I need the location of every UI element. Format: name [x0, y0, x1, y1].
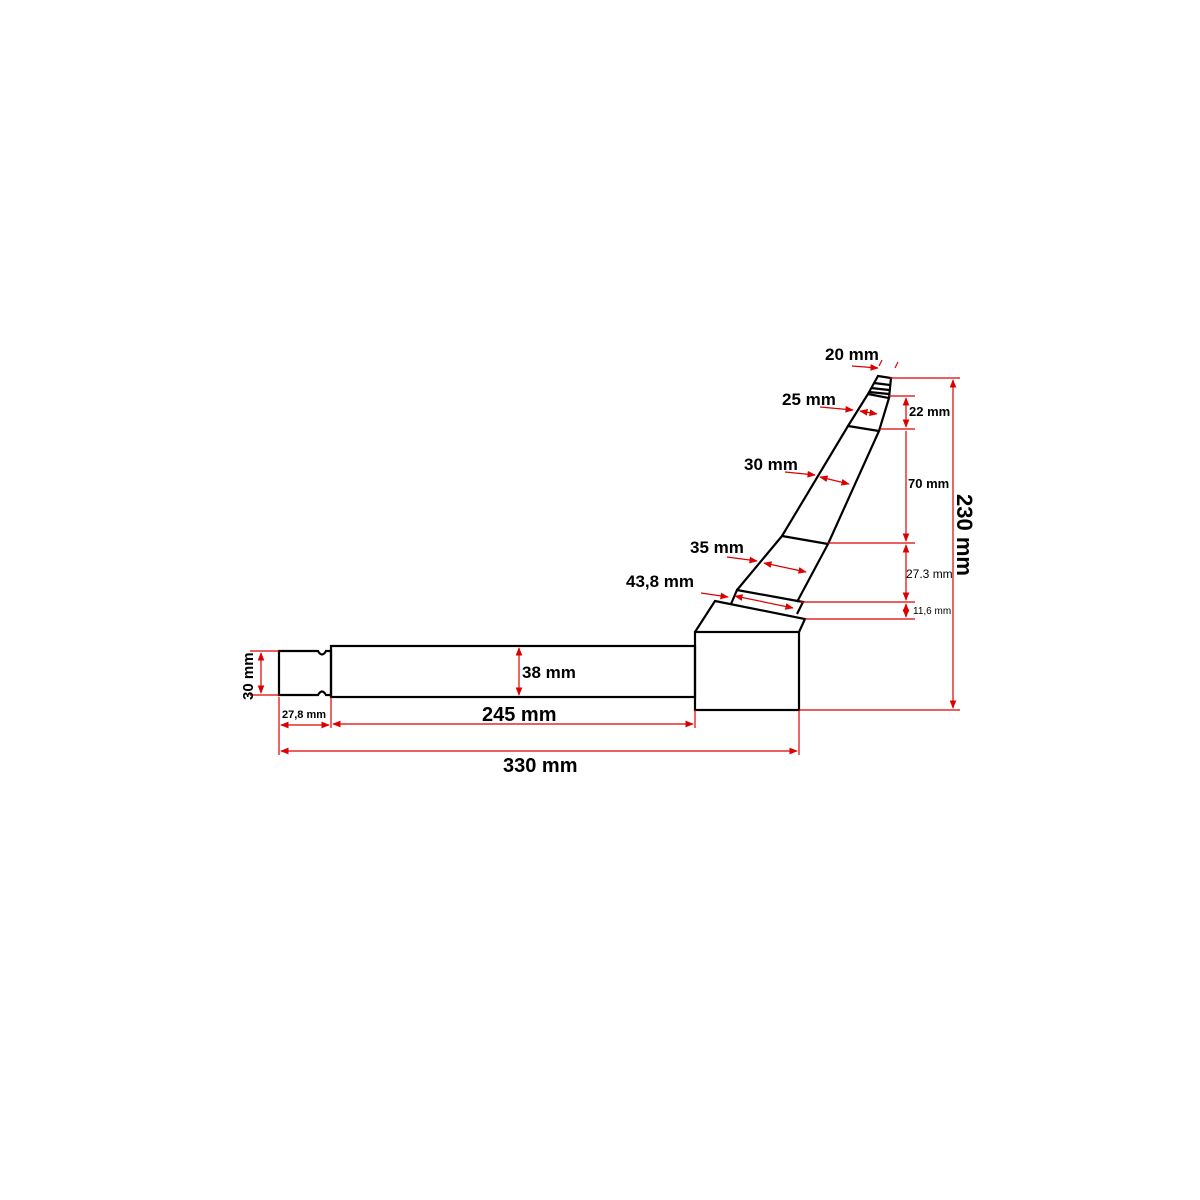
- label-arm-length: 245 mm: [482, 704, 557, 726]
- section-35: [736, 534, 830, 603]
- knuckle-block: [693, 630, 801, 712]
- end-stub: [277, 649, 333, 697]
- label-shaft-length: 70 mm: [908, 476, 949, 491]
- label-section22-length: 22 mm: [909, 404, 950, 419]
- label-total-length: 330 mm: [503, 755, 578, 777]
- label-end-length: 27,8 mm: [282, 709, 326, 721]
- section-25: [847, 392, 891, 432]
- label-end-diameter: 30 mm: [240, 652, 257, 700]
- arm: [329, 644, 697, 699]
- part-outline: [277, 374, 893, 712]
- label-shaft-width: 30 mm: [744, 455, 798, 474]
- label-section35-width: 35 mm: [690, 538, 744, 557]
- label-tip-width: 20 mm: [825, 345, 879, 364]
- label-section273-length: 27.3 mm: [906, 567, 953, 581]
- label-collar-length: 11,6 mm: [913, 606, 951, 617]
- dimension-lines: [250, 359, 960, 755]
- label-collar-width: 43,8 mm: [626, 572, 694, 591]
- shaft-30: [781, 424, 881, 545]
- label-section25-width: 25 mm: [782, 390, 836, 409]
- tip-20: [867, 374, 893, 399]
- label-total-height: 230 mm: [952, 494, 977, 576]
- block-bevel: [694, 599, 807, 633]
- label-arm-diameter: 38 mm: [522, 663, 576, 682]
